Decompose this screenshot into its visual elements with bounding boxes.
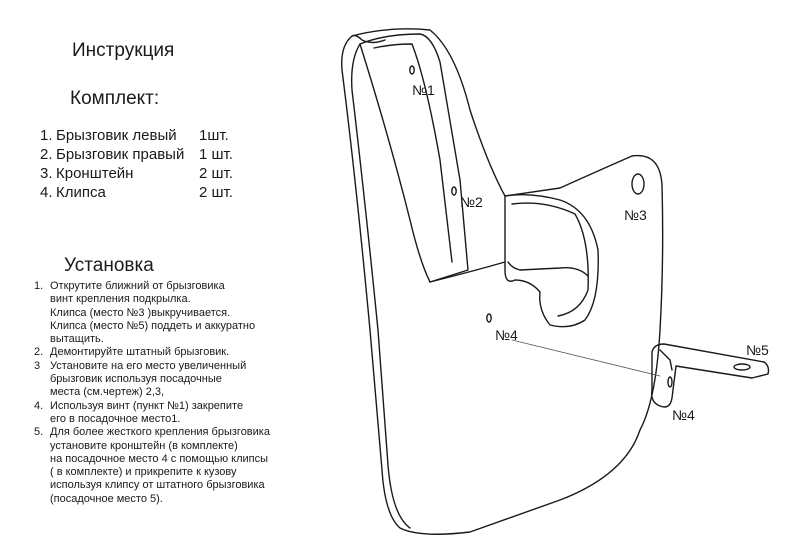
mudflap-top-edge: [351, 34, 386, 44]
step-text: Установите на его место увеличенный брыз…: [50, 359, 247, 399]
label-n4-bracket: №4: [672, 407, 695, 423]
kit-item-quantity: 1 шт.: [199, 146, 233, 163]
hole-n4-icon: [486, 313, 492, 323]
install-step: 3 Установите на его место увеличенный бр…: [34, 360, 334, 400]
step-text: Используя винт (пункт №1) закрепите его …: [50, 399, 244, 425]
mudflap-recess-step: [507, 261, 589, 277]
leader-line: [511, 339, 661, 377]
install-steps: 1. Открутите ближний от брызговика винт …: [34, 280, 334, 506]
kit-item: 1. Брызговик левый 1шт.: [40, 126, 233, 145]
mudflap-outline: [341, 28, 664, 535]
install-step: 5. Для более жесткого крепления брызгови…: [34, 426, 334, 506]
step-number: 5.: [34, 426, 44, 439]
mudflap-rib-fold: [429, 261, 506, 283]
mudflap-recess: [504, 193, 599, 328]
kit-item-name: Брызговик левый: [56, 127, 177, 144]
bracket-outline: [650, 343, 770, 408]
kit-item-quantity: 2 шт.: [199, 184, 233, 201]
kit-item: 3. Кронштейн 2 шт.: [40, 164, 233, 183]
install-heading: Установка: [64, 255, 154, 276]
kit-item-number: 3.: [40, 165, 53, 182]
mudflap-rib: [359, 33, 469, 283]
page-title: Инструкция: [72, 40, 175, 61]
hole-n1-icon: [409, 65, 415, 75]
label-n2: №2: [460, 194, 483, 210]
kit-item-quantity: 1шт.: [199, 127, 229, 144]
hole-n2-icon: [451, 186, 457, 196]
mudflap-recess-inner: [511, 202, 589, 317]
label-n1: №1: [412, 82, 435, 98]
kit-item-name: Кронштейн: [56, 165, 134, 182]
install-step: 1. Открутите ближний от брызговика винт …: [34, 280, 334, 346]
step-number: 2.: [34, 346, 44, 359]
kit-item-number: 4.: [40, 184, 53, 201]
kit-item: 4. Клипса 2 шт.: [40, 183, 233, 202]
step-text: Открутите ближний от брызговика винт кре…: [50, 280, 256, 346]
kit-heading: Комплект:: [70, 88, 160, 109]
kit-item: 2. Брызговик правый 1 шт.: [40, 145, 233, 164]
step-number: 1.: [34, 280, 44, 292]
kit-list: 1. Брызговик левый 1шт. 2. Брызговик пра…: [40, 126, 233, 202]
kit-item-name: Клипса: [56, 184, 106, 201]
hole-n3-icon: [631, 173, 645, 195]
kit-item-number: 2.: [40, 146, 53, 163]
label-n5: №5: [746, 342, 769, 358]
kit-item-number: 1.: [40, 127, 53, 144]
step-number: 3: [34, 359, 41, 372]
mudflap-rib-inner: [373, 43, 453, 263]
label-n3: №3: [624, 207, 647, 223]
bracket-fold: [659, 349, 673, 371]
install-step: 4. Используя винт (пункт №1) закрепите е…: [34, 400, 334, 427]
install-step: 2. Демонтируйте штатный брызговик.: [34, 346, 334, 359]
mudflap-inner-edge: [350, 43, 411, 529]
bracket-hole-icon: [667, 376, 673, 388]
label-n4: №4: [495, 327, 518, 343]
step-number: 4.: [34, 399, 44, 412]
bracket-hole-icon: [733, 363, 751, 371]
step-text: Демонтируйте штатный брызговик.: [50, 346, 230, 359]
step-text: Для более жесткого крепления брызговика …: [50, 426, 270, 505]
kit-item-name: Брызговик правый: [56, 146, 185, 163]
kit-item-quantity: 2 шт.: [199, 165, 233, 182]
